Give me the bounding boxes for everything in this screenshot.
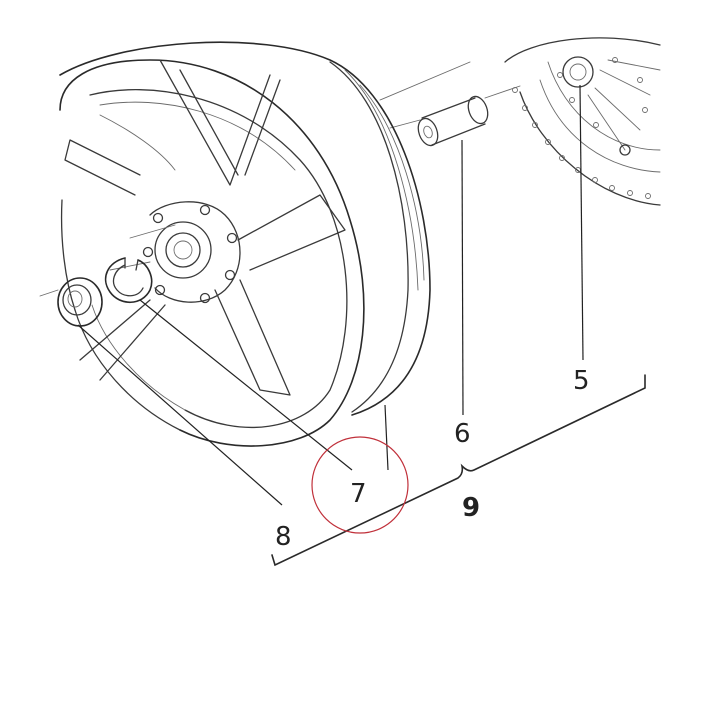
callout-6: 6	[454, 419, 471, 449]
group-bracket	[271, 374, 646, 567]
wheel	[59, 41, 431, 447]
leader-7	[139, 299, 353, 471]
callout-9: 9	[462, 493, 480, 523]
brake-disc	[504, 37, 661, 206]
leader-5	[579, 84, 584, 361]
leader-8	[77, 324, 283, 506]
wheel-bearing	[39, 277, 103, 327]
leader-7b	[384, 404, 389, 471]
axle-line	[379, 61, 521, 129]
callout-8: 8	[275, 522, 292, 552]
callout-5: 5	[573, 366, 590, 396]
callout-7: 7	[350, 479, 367, 509]
leader-6	[461, 139, 464, 416]
leader-lines	[77, 84, 584, 506]
highlight-circle	[311, 436, 409, 534]
axle-spacer	[417, 95, 489, 147]
circlip	[104, 257, 153, 304]
